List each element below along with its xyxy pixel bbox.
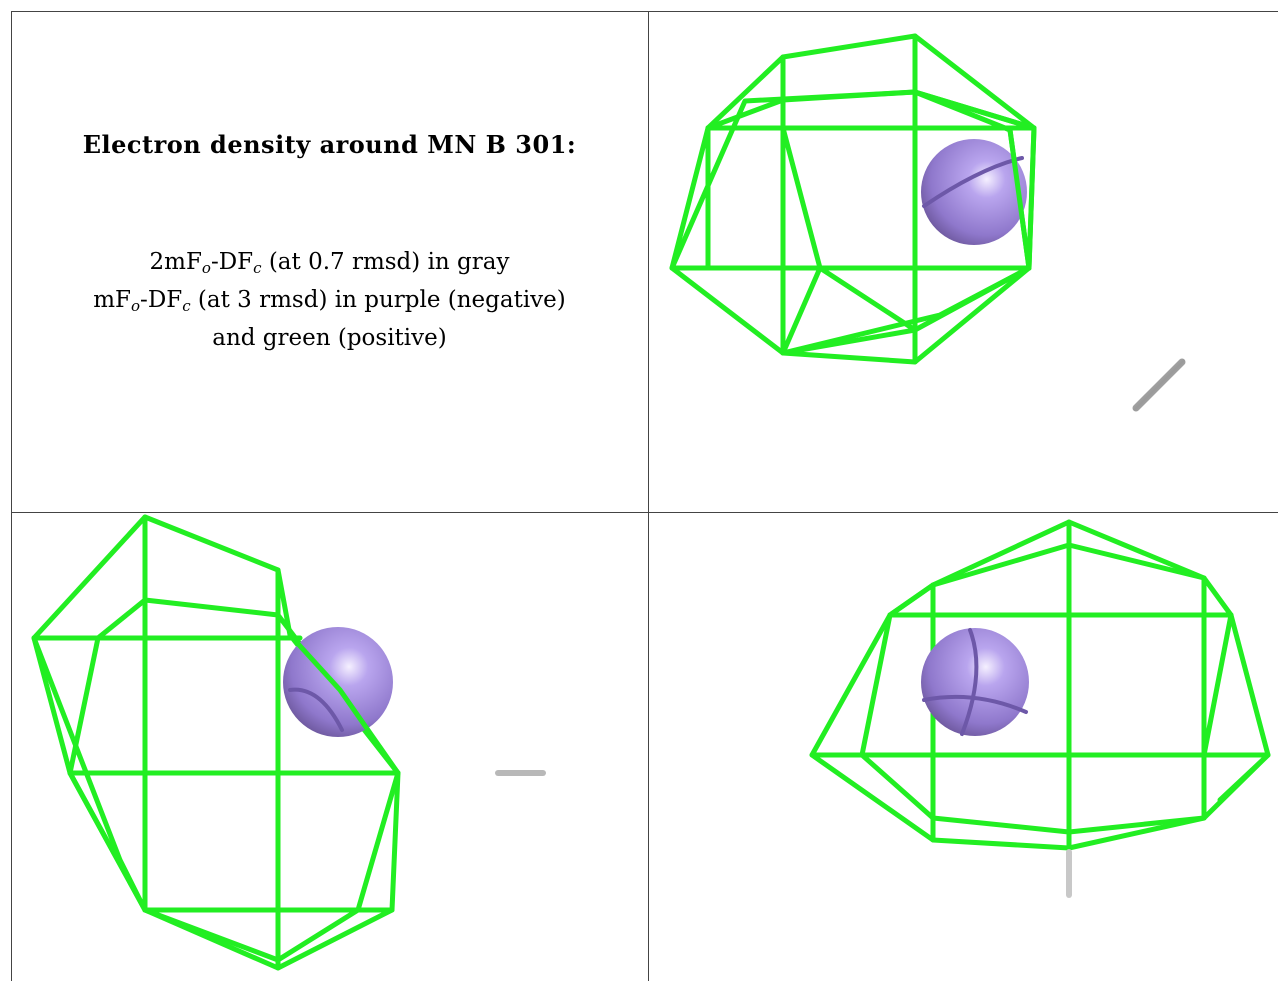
positive-density-mesh — [809, 519, 1271, 851]
density-view-top-right — [650, 12, 1278, 511]
gray-density-fragment — [1132, 358, 1186, 412]
frame-vertical-divider — [648, 11, 649, 981]
frame-left-border — [11, 11, 12, 981]
figure-title: Electron density around MN B 301: — [82, 130, 577, 159]
density-view-bottom-right — [650, 514, 1278, 981]
legend-line-positive: and green (positive) — [212, 325, 447, 351]
sphere-seam — [288, 687, 344, 732]
density-render-3 — [809, 519, 1271, 898]
density-view-bottom-left — [11, 514, 648, 981]
positive-density-mesh — [31, 514, 401, 971]
frame-top-border — [11, 11, 1278, 12]
density-render-1 — [669, 33, 1186, 412]
density-render-2 — [31, 514, 546, 971]
legend-line-difference: mFo-DFc (at 3 rmsd) in purple (negative) — [93, 287, 566, 315]
legend-line-gray: 2mFo-DFc (at 0.7 rmsd) in gray — [149, 249, 510, 277]
legend-panel: Electron density around MN B 301: 2mFo-D… — [11, 12, 648, 511]
frame-horizontal-divider — [11, 512, 1278, 513]
sphere-seam — [922, 628, 1028, 736]
